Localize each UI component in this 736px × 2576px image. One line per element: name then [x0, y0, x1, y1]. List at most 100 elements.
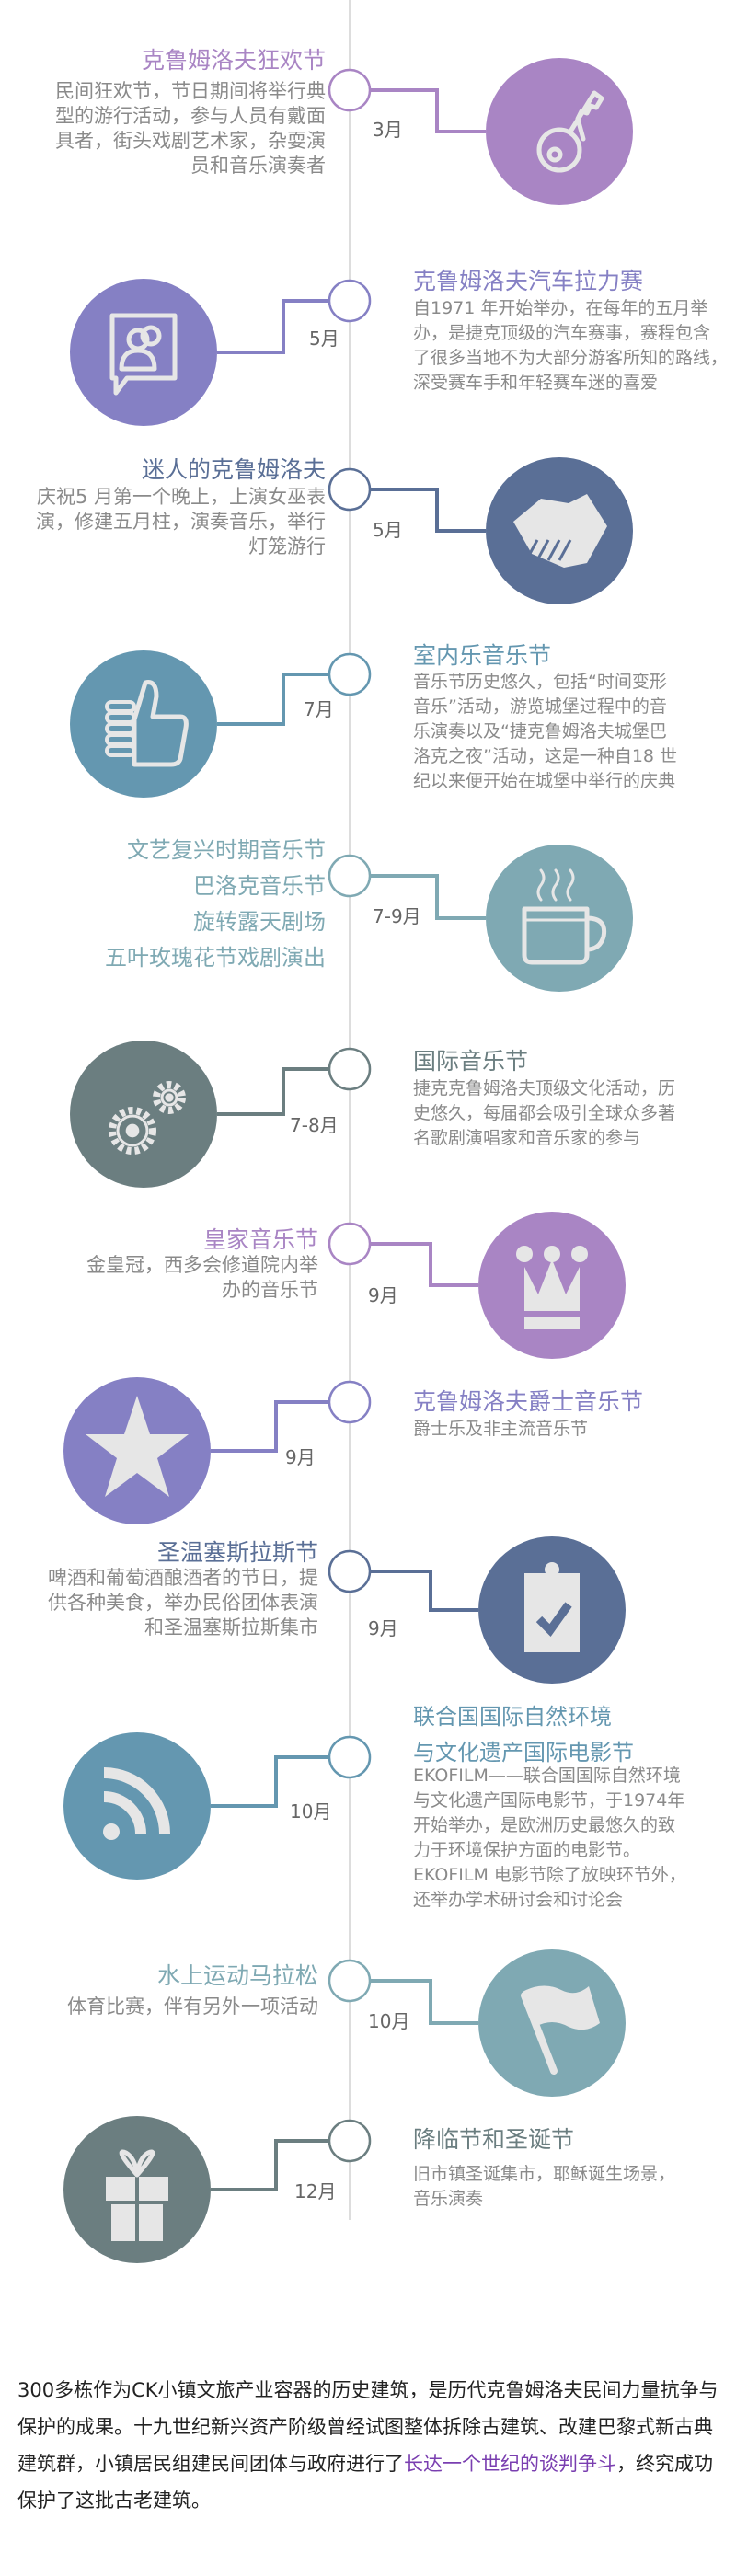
item-description-line: 音乐”活动，游览城堡过程中的音: [413, 696, 667, 717]
key-icon: [536, 90, 604, 173]
item-title-line: 室内乐音乐节: [413, 642, 552, 669]
handshake-icon: [513, 494, 607, 568]
icon-circle: [63, 1732, 211, 1880]
item-description-line: 旧市镇圣诞集市，耶稣诞生场景，: [413, 2164, 676, 2184]
item-description-line: 金皇冠，西多会修道院内举: [86, 1254, 318, 1276]
item-title: 圣温塞斯拉斯节: [157, 1538, 318, 1568]
timeline-item-graphic: [328, 1949, 626, 2097]
timeline-item-graphic: [63, 2116, 372, 2263]
outro-highlight: 长达一个世纪的谈判争斗: [404, 2453, 616, 2475]
item-description-line: 开始举办，是欧洲历史最悠久的致: [413, 1815, 676, 1835]
item-description: 啤酒和葡萄酒酿酒者的节日，提供各种美食，举办民俗团体表演和圣温塞斯拉斯集市: [48, 1566, 318, 1640]
icon-circle: [478, 1949, 626, 2097]
timeline-item-graphic: [328, 58, 633, 205]
timeline-node: [328, 652, 372, 696]
item-description-line: 了很多当地不为大部分游客所知的路线，: [413, 348, 729, 368]
item-title: 联合国国际自然环境与文化遗产国际电影节: [413, 1699, 634, 1771]
item-title-line: 巴洛克音乐节: [193, 873, 326, 899]
item-title: 文艺复兴时期音乐节巴洛克音乐节旋转露天剧场五叶玫瑰花节戏剧演出: [105, 833, 326, 976]
item-month: 9月: [285, 1446, 316, 1468]
star-icon: [86, 1396, 189, 1497]
item-title-line: 与文化遗产国际电影节: [413, 1740, 634, 1765]
timeline-item-graphic: [328, 1536, 626, 1684]
chat-people-icon: [109, 313, 178, 396]
item-description-line: 办的音乐节: [222, 1279, 318, 1301]
item-title-line: 文艺复兴时期音乐节: [127, 837, 326, 863]
item-description-line: 和圣温塞斯拉斯集市: [144, 1616, 318, 1639]
timeline-node: [328, 1735, 372, 1779]
connector-line: [217, 673, 329, 726]
connector-line: [211, 2139, 329, 2191]
connector-line: [370, 88, 486, 133]
connector-line: [217, 299, 329, 354]
outro-text-before: 300多栋作为CK小镇文旅产业容器的历史建筑，是历代克鲁姆洛夫民间力量抗争与保护…: [17, 2379, 719, 2475]
outro-text-after: ，终究成功保护了这批古老建筑。: [17, 2453, 713, 2512]
item-month: 12月: [294, 2180, 337, 2202]
item-description-line: 民间狂欢节，节日期间将举行典: [55, 80, 326, 102]
item-description-line: 力于环境保护方面的电影节。: [413, 1840, 641, 1860]
flag-icon: [521, 1985, 600, 2075]
item-description: 爵士乐及非主流音乐节: [413, 1417, 588, 1442]
item-description-line: 灯笼游行: [248, 535, 326, 558]
connector-line: [211, 1755, 329, 1808]
item-title: 降临节和圣诞节: [413, 2125, 574, 2155]
item-description: EKOFILM——联合国国际自然环境与文化遗产国际电影节，于1974年开始举办，…: [413, 1764, 686, 1913]
timeline-item-graphic: [328, 845, 633, 992]
item-title: 迷人的克鲁姆洛夫: [142, 455, 326, 485]
item-description: 旧市镇圣诞集市，耶稣诞生场景， 音乐演奏: [413, 2162, 675, 2212]
item-month: 10月: [290, 1800, 332, 1823]
connector-line: [370, 874, 486, 920]
item-description: 自1971 年开始举办，在每年的五月举办，是捷克顶级的汽车赛事，赛程包含了很多当…: [413, 296, 728, 396]
icon-circle: [70, 650, 217, 798]
connector-line: [211, 1400, 329, 1453]
timeline-node: [328, 1549, 372, 1593]
item-description-line: 捷克克鲁姆洛夫顶级文化活动，历: [413, 1078, 676, 1098]
item-description-line: 体育比赛，伴有另外一项活动: [67, 1995, 318, 2018]
icon-circle: [486, 845, 633, 992]
thumbs-up-icon: [105, 680, 189, 767]
gears-icon: [109, 1081, 186, 1155]
item-description-line: 啤酒和葡萄酒酿酒者的节日，提: [48, 1567, 318, 1589]
rss-icon: [103, 1767, 170, 1840]
item-description: 捷克克鲁姆洛夫顶级文化活动，历史悠久，每届都会吸引全球众多著名歌剧演唱家和音乐家…: [413, 1076, 675, 1151]
item-description-line: 深受赛车手和年轻赛车迷的喜爱: [413, 373, 659, 393]
item-title-line: 联合国国际自然环境: [413, 1704, 612, 1730]
timeline-item-graphic: [63, 1732, 372, 1880]
item-description-line: 音乐演奏: [413, 2189, 484, 2209]
timeline-node: [328, 279, 372, 323]
item-description-line: 名歌剧演唱家和音乐家的参与: [413, 1128, 641, 1148]
item-description-line: EKOFILM 电影节除了放映环节外，: [413, 1865, 686, 1885]
timeline-node: [328, 68, 372, 112]
timeline-node: [328, 1222, 372, 1266]
item-title-line: 克鲁姆洛夫爵士音乐节: [413, 1388, 644, 1415]
timeline-item-graphic: [328, 457, 633, 604]
connector-line: [370, 1242, 478, 1287]
item-description-line: 办，是捷克顶级的汽车赛事，赛程包含: [413, 323, 711, 343]
item-title: 水上运动马拉松: [157, 1961, 318, 1991]
item-description-line: EKOFILM——联合国国际自然环境: [413, 1765, 681, 1786]
item-description: 庆祝5 月第一个晚上，上演女巫表演，修建五月柱，演奏音乐，举行灯笼游行: [36, 485, 326, 559]
item-month: 3月: [373, 119, 403, 141]
item-description-line: 庆祝5 月第一个晚上，上演女巫表: [36, 486, 326, 508]
item-description-line: 具者，街头戏剧艺术家，杂耍演: [55, 130, 326, 152]
item-description-line: 爵士乐及非主流音乐节: [413, 1419, 589, 1439]
timeline-item-graphic: [70, 279, 372, 426]
timeline-node: [328, 854, 372, 898]
item-title: 皇家音乐节: [203, 1225, 318, 1255]
timeline-item-graphic: [328, 1212, 626, 1359]
item-title-line: 圣温塞斯拉斯节: [156, 1539, 318, 1566]
item-title-line: 克鲁姆洛夫汽车拉力赛: [413, 268, 644, 294]
item-description-line: 自1971 年开始举办，在每年的五月举: [413, 298, 708, 318]
item-title-line: 旋转露天剧场: [193, 909, 326, 935]
connector-line: [370, 1979, 478, 2025]
item-month: 5月: [309, 328, 339, 350]
coffee-cup-icon: [522, 868, 607, 965]
item-month: 7月: [304, 698, 334, 720]
item-title-line: 迷人的克鲁姆洛夫: [141, 456, 326, 483]
item-title-line: 皇家音乐节: [202, 1226, 318, 1253]
item-month: 7-8月: [290, 1114, 339, 1136]
connector-line: [217, 1067, 329, 1116]
item-title-line: 国际音乐节: [413, 1048, 529, 1075]
item-title-line: 克鲁姆洛夫狂欢节: [141, 47, 326, 74]
